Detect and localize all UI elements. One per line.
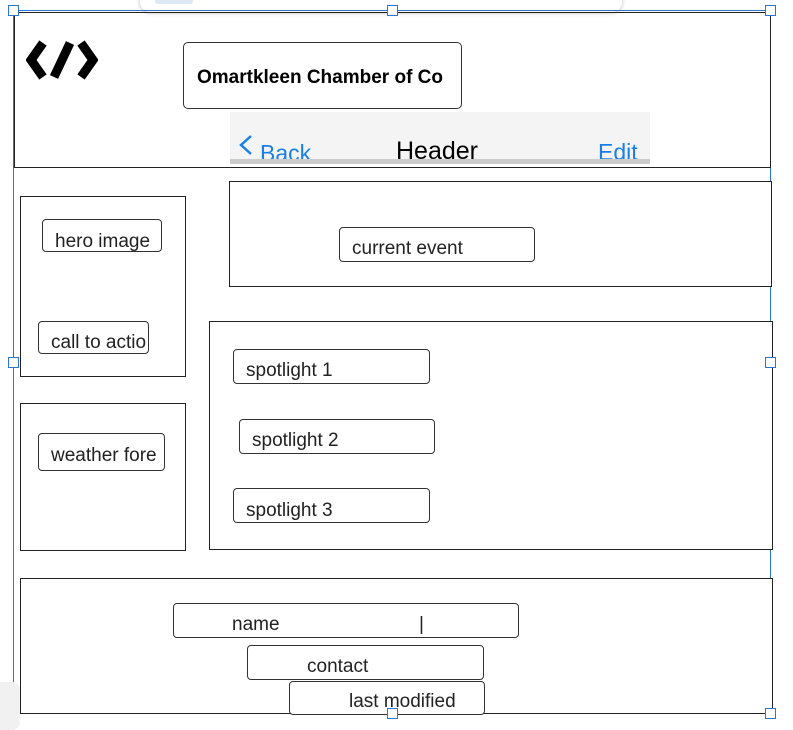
hero-image-label: hero image <box>55 231 151 252</box>
logo-icon[interactable] <box>25 36 99 84</box>
last-modified-label: last modified <box>349 691 456 712</box>
spotlight-2-label: spotlight 2 <box>252 430 339 451</box>
resize-handle-bottom-center[interactable] <box>387 708 398 719</box>
hero-image-button[interactable]: hero image <box>42 219 162 252</box>
resize-handle-bottom-right[interactable] <box>765 708 776 719</box>
spotlight-3-button[interactable]: spotlight 3 <box>233 488 430 523</box>
text-cursor: | <box>419 614 424 635</box>
spotlight-3-label: spotlight 3 <box>246 500 333 521</box>
weather-forecast-label: weather fore <box>51 445 157 466</box>
current-event-label: current event <box>352 238 463 259</box>
contact-label: contact <box>307 656 369 677</box>
weather-forecast-button[interactable]: weather fore <box>38 433 165 471</box>
floating-toolbar <box>140 0 622 12</box>
site-title-box[interactable]: Omartkleen Chamber of Co <box>183 42 462 109</box>
contact-button[interactable]: contact <box>247 645 484 680</box>
nav-bottom-border <box>230 159 650 164</box>
call-to-action-label: call to actio <box>51 332 147 353</box>
resize-handle-top-left[interactable] <box>8 5 19 16</box>
resize-handle-top-center[interactable] <box>387 5 398 16</box>
site-title: Omartkleen Chamber of Co <box>197 67 443 88</box>
nav-bar: Back Header Edit <box>230 112 650 164</box>
call-to-action-button[interactable]: call to actio <box>38 321 149 354</box>
name-label: name <box>232 614 280 635</box>
current-event-button[interactable]: current event <box>339 227 535 262</box>
spotlight-1-label: spotlight 1 <box>246 360 333 381</box>
toolbar-tab <box>155 0 193 4</box>
weather-panel <box>20 403 186 551</box>
spotlight-1-button[interactable]: spotlight 1 <box>233 349 430 384</box>
spotlight-2-button[interactable]: spotlight 2 <box>239 419 435 454</box>
resize-handle-middle-left[interactable] <box>8 357 19 368</box>
chevron-left-icon <box>239 135 252 155</box>
resize-handle-middle-right[interactable] <box>765 357 776 368</box>
side-scroll-hint <box>0 682 20 730</box>
resize-handle-top-right[interactable] <box>765 5 776 16</box>
name-field[interactable]: name | <box>173 603 519 638</box>
